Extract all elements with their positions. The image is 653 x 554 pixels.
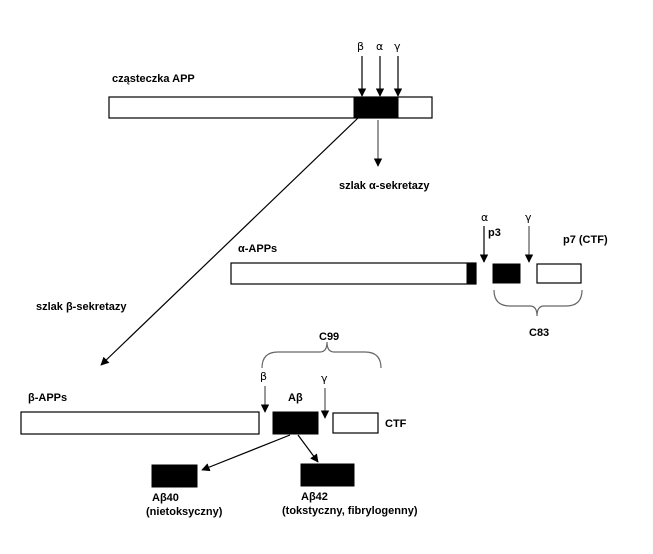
p3-label: p3 <box>488 227 501 239</box>
c99-label: C99 <box>319 331 339 343</box>
app-molecule-bar <box>108 96 433 119</box>
mid-gamma-site-label: γ <box>525 211 532 224</box>
alpha-apps-dark-end <box>466 262 477 285</box>
abeta42-note: (tokstyczny, fibrylogenny) <box>282 505 418 517</box>
top-gamma-site-label: γ <box>394 40 401 53</box>
mid-alpha-site-label: α <box>481 211 488 224</box>
p7-ctf-label: p7 (CTF) <box>563 234 608 246</box>
p7-ctf-fragment <box>536 263 582 284</box>
beta-pathway-arrow <box>100 117 359 366</box>
abeta40-arrow <box>201 434 291 472</box>
abeta42-label: Aβ42 <box>301 491 328 503</box>
top-beta-site-label: β <box>357 40 364 53</box>
p3-fragment <box>492 263 521 284</box>
alpha-apps-label: α-APPs <box>238 243 277 255</box>
app-abeta-region <box>353 96 399 119</box>
c99-brace <box>261 341 382 369</box>
alpha-pathway-label: szlak α-sekretazy <box>339 180 430 192</box>
abeta42-fragment <box>300 463 355 487</box>
c83-brace <box>493 289 583 317</box>
beta-apps-label: β-APPs <box>28 392 67 404</box>
beta-pathway-label: szlak β-sekretazy <box>36 301 127 313</box>
alpha-apps-bar <box>230 262 477 285</box>
ctf-label: CTF <box>385 418 407 430</box>
ctf-fragment <box>332 412 379 434</box>
abeta42-arrow <box>297 434 319 463</box>
abeta-fragment <box>272 411 319 435</box>
abeta-label: Aβ <box>288 392 303 404</box>
abeta40-note: (nietoksyczny) <box>146 506 223 518</box>
beta-apps-bar <box>20 411 260 435</box>
bottom-gamma-site-label: γ <box>321 372 328 385</box>
c83-label: C83 <box>529 327 549 339</box>
app-molecule-label: cząsteczka APP <box>112 73 195 85</box>
abeta40-label: Aβ40 <box>152 492 179 504</box>
top-alpha-site-label: α <box>376 40 383 53</box>
abeta40-fragment <box>151 464 198 488</box>
bottom-beta-site-label: β <box>260 370 267 383</box>
